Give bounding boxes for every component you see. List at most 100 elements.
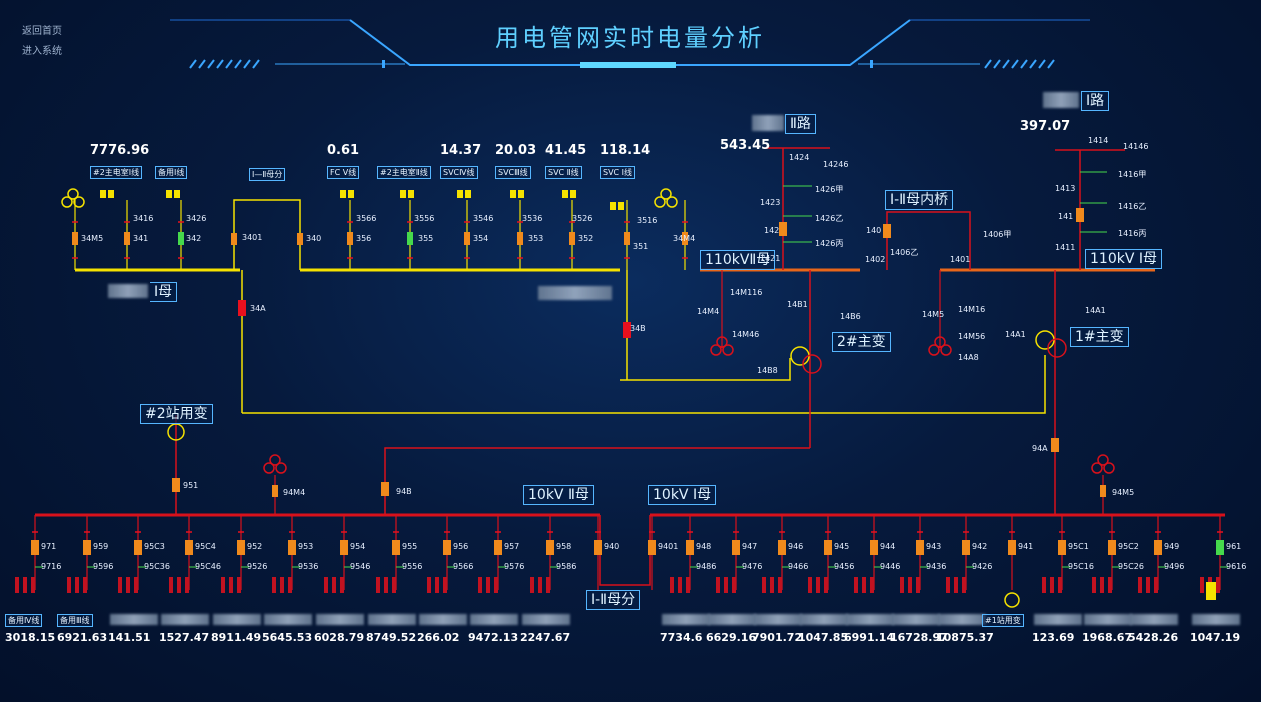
breaker-switch: [381, 482, 389, 496]
top-feeder-name: SVC Ⅰ线: [600, 166, 636, 179]
cabinet-symbol: [870, 577, 874, 593]
feeder-name-redacted: [662, 614, 710, 625]
ct-symbol: [465, 190, 471, 198]
bus-name-redacted: [538, 286, 612, 300]
breaker-switch: [83, 540, 91, 555]
feeder-name-redacted: [846, 614, 894, 625]
feeder-value: 6028.79: [314, 631, 365, 644]
equipment-code: 94M5: [1112, 488, 1135, 497]
cabinet-symbol: [31, 577, 35, 593]
cabinet-symbol: [824, 577, 828, 593]
feeder-name-redacted: [213, 614, 261, 625]
equipment-code: 14M116: [730, 288, 763, 297]
pt-coil: [934, 336, 946, 348]
cabinet-symbol: [23, 577, 27, 593]
header-stripe: [1011, 59, 1019, 69]
feeder-name-redacted: [470, 614, 518, 625]
breaker-switch: [185, 540, 193, 555]
breaker-code: 342: [186, 234, 202, 243]
feeder-value: 6921.63: [57, 631, 108, 644]
cabinet-symbol: [443, 577, 447, 593]
breaker-code: 971: [41, 542, 57, 551]
equipment-code: 14B1: [787, 300, 808, 309]
equipment-code: 1423: [760, 198, 781, 207]
ground-code: 95C46: [195, 562, 221, 571]
cabinet-symbol: [686, 577, 690, 593]
feeder-name-redacted: [419, 614, 467, 625]
feeder-name: 备用Ⅲ线: [57, 614, 93, 627]
cabinet-symbol: [229, 577, 233, 593]
equipment-code: 1413: [1055, 184, 1076, 193]
breaker-switch: [464, 232, 470, 245]
breaker-switch: [347, 232, 353, 245]
ground-code: 95C16: [1068, 562, 1094, 571]
pt-coil: [722, 344, 734, 356]
ground-code: 9496: [1164, 562, 1185, 571]
cabinet-symbol: [126, 577, 130, 593]
breaker-switch: [178, 232, 184, 245]
breaker-code: 340: [306, 234, 322, 243]
breaker-code: 955: [402, 542, 418, 551]
cabinet-symbol: [177, 577, 181, 593]
equipment-code: 14M16: [958, 305, 986, 314]
cabinet-symbol: [1200, 577, 1204, 593]
header-tick: [870, 60, 873, 68]
breaker-switch: [407, 232, 413, 245]
ground-code: 9426: [972, 562, 993, 571]
equipment-code: 14246: [823, 160, 849, 169]
feeder-value: 6991.14: [844, 631, 895, 644]
top-feeder-value: 20.03: [495, 143, 537, 158]
top-feeder-name: FC Ⅴ线: [327, 166, 360, 179]
nav-system-link[interactable]: 进入系统: [22, 46, 62, 57]
breaker-switch: [732, 540, 740, 555]
ground-code: 95C26: [1118, 562, 1144, 571]
feeder-value: 8749.52: [366, 631, 417, 644]
header-stripe: [1002, 59, 1010, 69]
breaker-switch: [392, 540, 400, 555]
ground-code: 9476: [742, 562, 763, 571]
feeder-name-redacted: [800, 614, 848, 625]
breaker-code: 354: [473, 234, 489, 243]
feeder-value: 7901.72: [752, 631, 803, 644]
line-ii-label: Ⅱ路: [785, 114, 816, 134]
nav-home-link[interactable]: 返回首页: [22, 26, 62, 37]
breaker-code: 3401: [242, 233, 263, 242]
breaker-switch: [682, 232, 688, 245]
header-stripe: [225, 59, 233, 69]
cabinet-symbol: [1050, 577, 1054, 593]
header-stripe: [1029, 59, 1037, 69]
breaker-switch: [778, 540, 786, 555]
cabinet-symbol: [67, 577, 71, 593]
cabinet-symbol: [169, 577, 173, 593]
breaker-switch: [870, 540, 878, 555]
feeder-value: 6629.16: [706, 631, 757, 644]
cabinet-symbol: [1092, 577, 1096, 593]
ground-code: 9596: [93, 562, 114, 571]
cabinet-symbol: [376, 577, 380, 593]
feeder-name-redacted: [161, 614, 209, 625]
breaker-code: 953: [298, 542, 314, 551]
header-stripe: [198, 59, 206, 69]
breaker-switch: [517, 232, 523, 245]
breaker-code: 954: [350, 542, 366, 551]
breaker-switch: [1051, 438, 1059, 452]
ct-symbol: [108, 190, 114, 198]
breaker-switch: [272, 485, 278, 497]
breaker-code: 948: [696, 542, 712, 551]
cabinet-symbol: [272, 577, 276, 593]
equipment-code: 14A1: [1085, 306, 1106, 315]
cabinet-symbol: [288, 577, 292, 593]
cabinet-symbol: [946, 577, 950, 593]
station-transformer-2-label: #2站用变: [140, 404, 213, 424]
ct-symbol: [510, 190, 516, 198]
cabinet-symbol: [962, 577, 966, 593]
breaker-code: 959: [93, 542, 109, 551]
breaker-switch: [443, 540, 451, 555]
equipment-961: [1206, 582, 1216, 600]
breaker-switch: [1216, 540, 1224, 555]
ct-symbol: [340, 190, 346, 198]
equipment-code: 14B6: [840, 312, 861, 321]
header-stripe: [984, 59, 992, 69]
breaker-switch: [686, 540, 694, 555]
breaker-switch: [340, 540, 348, 555]
